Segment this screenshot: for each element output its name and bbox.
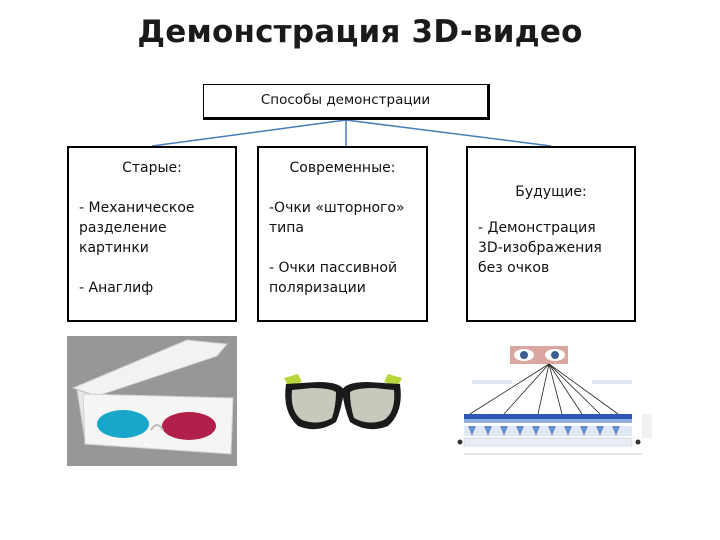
category-future-heading: Будущие:	[478, 182, 624, 202]
left-lens-cyan	[97, 410, 149, 438]
eyes-icon	[510, 346, 568, 364]
category-modern-heading: Современные:	[269, 158, 416, 178]
autostereoscopic-display-diagram-icon	[452, 342, 657, 466]
connector-right	[346, 120, 551, 146]
anaglyph-glasses-icon	[67, 336, 237, 466]
category-old: Старые: - Механическое разделение картин…	[67, 146, 237, 322]
category-modern-item: - Очки пассивной поляризации	[269, 258, 416, 298]
category-old-item: - Механическое разделение картинки	[79, 198, 225, 258]
category-old-item: - Анаглиф	[79, 278, 225, 298]
shutter-glasses-icon	[278, 368, 408, 440]
category-modern: Современные: -Очки «шторного» типа - Очк…	[257, 146, 428, 322]
category-future: Будущие: - Демонстрация 3D-изображения б…	[466, 146, 636, 322]
root-node-label: Способы демонстрации	[261, 92, 430, 108]
root-node: Способы демонстрации	[203, 84, 490, 120]
right-lens-red	[162, 412, 216, 440]
connector-left	[152, 120, 346, 146]
category-future-item: - Демонстрация 3D-изображения без очков	[478, 218, 624, 278]
category-old-heading: Старые:	[79, 158, 225, 178]
category-modern-item: -Очки «шторного» типа	[269, 198, 416, 238]
